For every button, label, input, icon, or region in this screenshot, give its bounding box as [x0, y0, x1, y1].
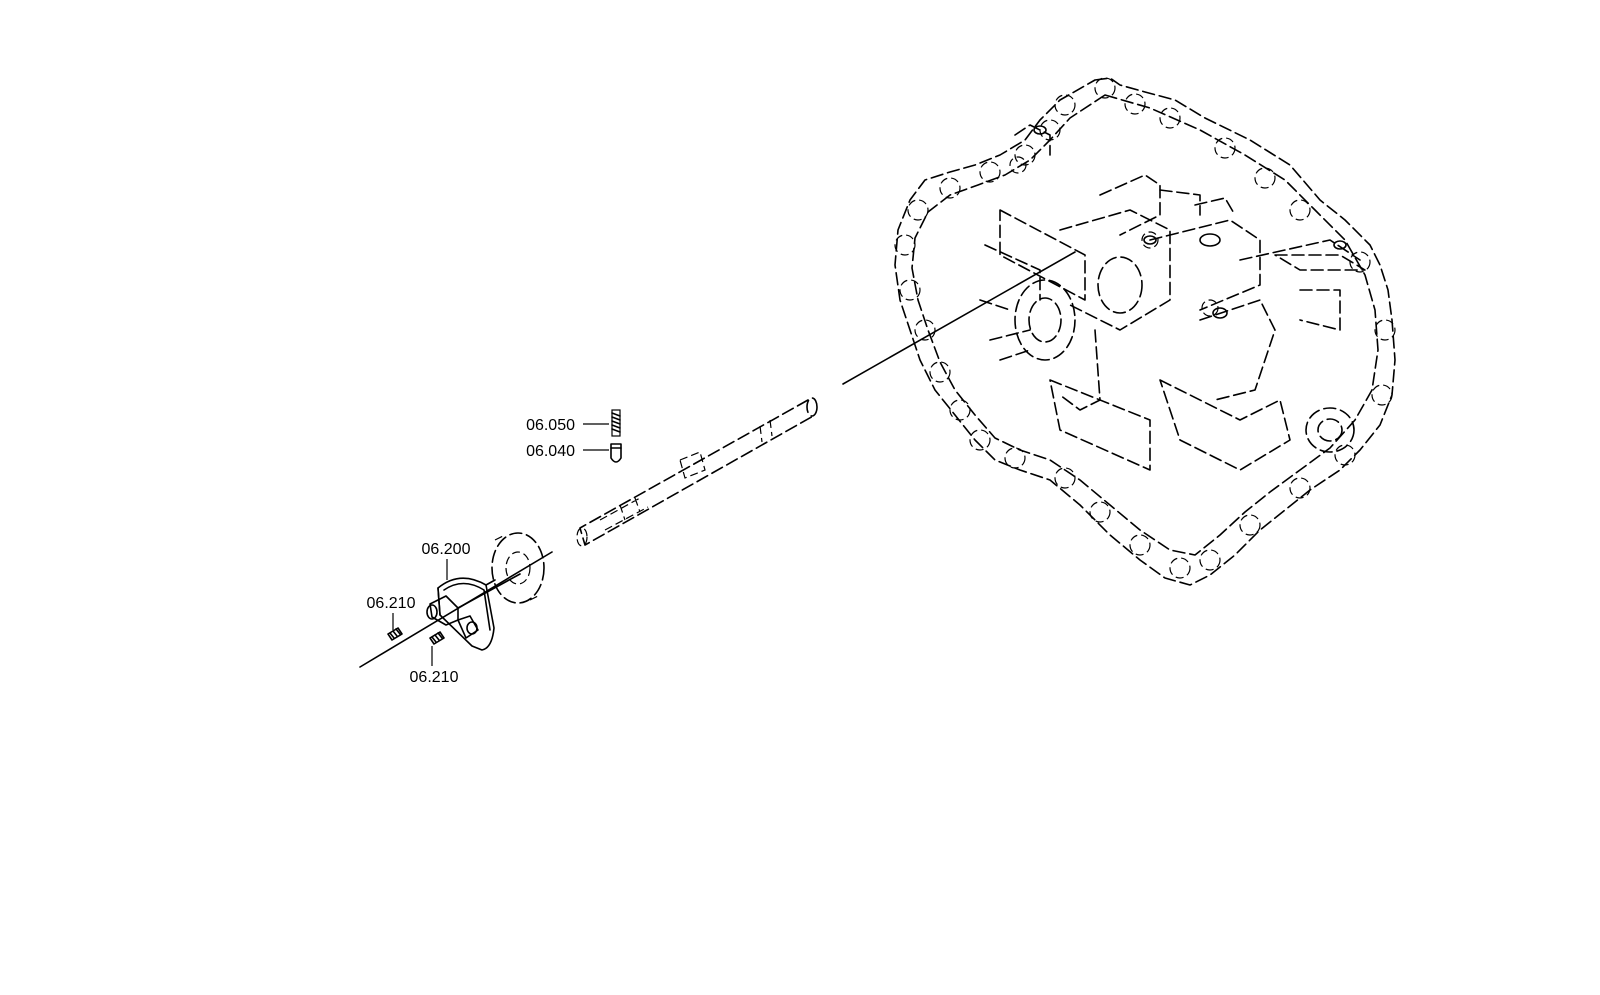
assembly-axis-line-lower — [359, 551, 553, 668]
shift-bracket-part — [426, 573, 521, 651]
set-screw-part-lower — [429, 631, 445, 645]
assembly-axis-line — [842, 251, 1076, 385]
shaft-seal-disc — [491, 532, 545, 604]
callout-06-200: 06.200 — [422, 541, 471, 580]
callout-06-210-upper: 06.210 — [367, 595, 416, 630]
part-number-label: 06.050 — [526, 417, 575, 434]
set-screw-part-upper — [387, 627, 403, 641]
callout-06-050: 06.050 — [526, 417, 609, 434]
part-number-label: 06.200 — [422, 541, 471, 558]
callout-06-210-lower: 06.210 — [410, 646, 459, 686]
part-number-label: 06.210 — [367, 595, 416, 612]
part-number-label: 06.040 — [526, 443, 575, 460]
callout-06-040: 06.040 — [526, 443, 609, 460]
spring-part — [611, 409, 621, 437]
part-number-label: 06.210 — [410, 669, 459, 686]
transmission-housing — [894, 77, 1396, 586]
detent-pin-part — [610, 443, 622, 463]
shift-shaft — [576, 397, 818, 547]
